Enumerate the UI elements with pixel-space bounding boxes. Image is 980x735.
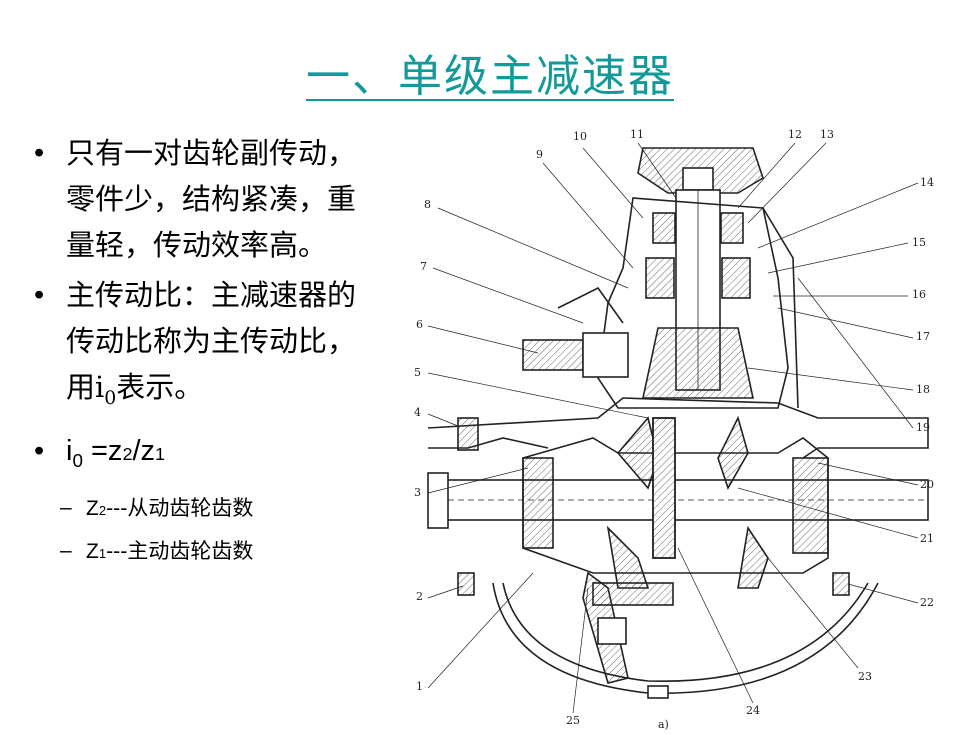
sub-item-z2: – Z2---从动齿轮齿数 xyxy=(32,488,402,531)
bullet-dot-icon: • xyxy=(34,137,45,169)
part-label: 1 xyxy=(416,680,423,693)
part-label: 22 xyxy=(920,596,934,609)
figure-caption: a) xyxy=(658,718,669,730)
dash-icon: – xyxy=(60,495,72,519)
formula-z1-index: 1 xyxy=(155,443,165,464)
drawing-lines xyxy=(427,142,929,714)
part-label: 19 xyxy=(916,421,930,434)
bullet-2-line-2: 传动比称为主传动比， xyxy=(66,324,357,358)
sub-item-z1-letter: Z xyxy=(86,539,99,563)
bullet-list: • 只有一对齿轮副传动， 零件少，结构紧凑，重 量轻，传动效率高。 • 主传动比… xyxy=(32,130,402,574)
final-drive-cross-section-drawing: 10 11 12 13 9 14 8 15 7 16 6 17 5 18 4 1… xyxy=(414,128,934,730)
part-label: 23 xyxy=(858,670,872,683)
part-label: 13 xyxy=(820,128,834,141)
sub-item-z1-text: ---主动齿轮齿数 xyxy=(106,538,254,563)
bullet-2-line-3-pre: 用i xyxy=(66,370,105,404)
part-label: 8 xyxy=(424,198,431,211)
part-label: 12 xyxy=(788,128,802,141)
part-label: 7 xyxy=(420,260,427,273)
bullet-2: • 主传动比：主减速器的 传动比称为主传动比， 用i0表示。 xyxy=(32,272,402,422)
sub-item-z2-letter: Z xyxy=(86,496,99,520)
part-label: 9 xyxy=(536,148,543,161)
slide-title: 一、单级主减速器 xyxy=(306,51,674,102)
part-label: 18 xyxy=(916,383,930,396)
bullet-2-line-3-sub: 0 xyxy=(104,387,117,409)
sub-item-z1-index: 1 xyxy=(98,545,107,561)
part-label: 17 xyxy=(916,330,930,343)
formula-i: i xyxy=(66,434,73,467)
bullet-dot-icon: • xyxy=(34,434,45,467)
dash-icon: – xyxy=(60,538,72,562)
bullet-2-line-3: 用i0表示。 xyxy=(66,364,402,422)
part-label: 6 xyxy=(416,318,423,331)
bullet-1: • 只有一对齿轮副传动， 零件少，结构紧凑，重 量轻，传动效率高。 xyxy=(32,130,402,268)
bullet-3-formula: • i0 =z2/z1 xyxy=(32,428,402,484)
part-label: 24 xyxy=(746,704,760,717)
formula-i-sub: 0 xyxy=(72,449,83,471)
part-label: 2 xyxy=(416,590,423,603)
bullet-1-line-2: 零件少，结构紧凑，重 xyxy=(66,182,357,216)
sub-item-z1: – Z1---主动齿轮齿数 xyxy=(32,531,402,574)
formula-z2-index: 2 xyxy=(122,443,133,464)
sub-item-z2-text: ---从动齿轮齿数 xyxy=(106,495,254,520)
part-label: 11 xyxy=(630,128,644,141)
bullet-2-line-3-post: 表示。 xyxy=(116,370,204,404)
part-label: 4 xyxy=(414,406,421,419)
part-label: 20 xyxy=(920,478,934,491)
part-label: 15 xyxy=(912,236,926,249)
bullet-2-line-1: 主传动比：主减速器的 xyxy=(66,278,357,312)
formula-eq: =z xyxy=(82,434,123,467)
sub-item-z2-index: 2 xyxy=(98,502,107,518)
part-label: 16 xyxy=(912,288,926,301)
bullet-1-line-1: 只有一对齿轮副传动， xyxy=(66,136,357,170)
part-label: 21 xyxy=(920,532,934,545)
part-label: 5 xyxy=(414,366,421,379)
bullet-1-line-3: 量轻，传动效率高。 xyxy=(66,228,328,262)
formula-slash: /z xyxy=(132,434,155,467)
part-label: 14 xyxy=(920,176,934,189)
bullet-dot-icon: • xyxy=(34,279,45,311)
part-label: 25 xyxy=(566,714,580,727)
part-label: 3 xyxy=(414,486,421,499)
part-label: 10 xyxy=(573,130,587,143)
part-number-labels: 10 11 12 13 9 14 8 15 7 16 6 17 5 18 4 1… xyxy=(414,128,934,730)
